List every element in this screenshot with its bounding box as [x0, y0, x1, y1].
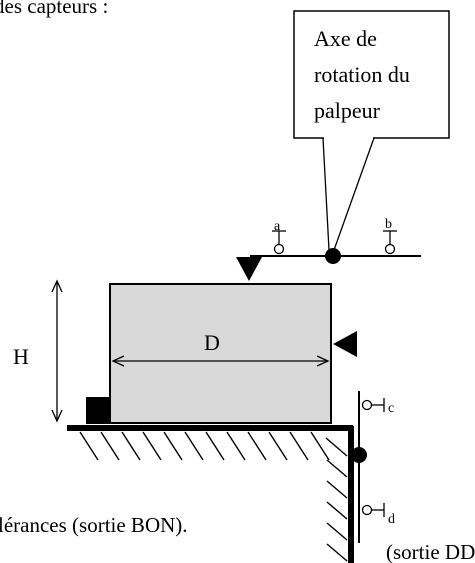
callout-box	[293, 10, 450, 139]
callout-line-1: Axe de	[314, 26, 377, 51]
sensor-c: c	[361, 398, 394, 416]
height-label: H	[13, 344, 29, 369]
top-contact-marker	[236, 257, 262, 281]
locating-block	[86, 397, 110, 424]
diameter-dimension: D	[111, 330, 330, 367]
bottom-text-line-2: (sortie DD	[386, 540, 475, 563]
sensor-b: b	[383, 217, 397, 255]
sensor-d-label: d	[388, 512, 395, 527]
ground-base	[67, 425, 354, 563]
side-contact-marker	[333, 331, 357, 357]
rotation-axis-callout: Axe de rotation du palpeur	[293, 10, 450, 251]
callout-line-3: palpeur	[314, 98, 381, 123]
sensor-a-label: a	[274, 219, 281, 234]
side-pivot	[351, 447, 367, 463]
top-pivot	[325, 248, 341, 264]
top-text-fragment: des capteurs :	[0, 0, 108, 18]
diameter-label: D	[204, 330, 220, 355]
sensor-a: a	[272, 219, 286, 255]
sensor-b-label: b	[385, 217, 392, 232]
height-dimension: H	[13, 279, 63, 423]
callout-leader-right	[333, 137, 375, 251]
sensor-d: d	[361, 503, 395, 527]
callout-leader-left	[322, 137, 330, 251]
top-probe-arm: a b	[236, 217, 421, 281]
callout-line-2: rotation du	[314, 62, 410, 87]
bottom-text-line-1: lérances (sortie BON).	[0, 513, 188, 537]
workpiece	[109, 283, 332, 424]
side-probe-arm: c d	[351, 391, 395, 543]
sensor-c-label: c	[388, 401, 394, 416]
